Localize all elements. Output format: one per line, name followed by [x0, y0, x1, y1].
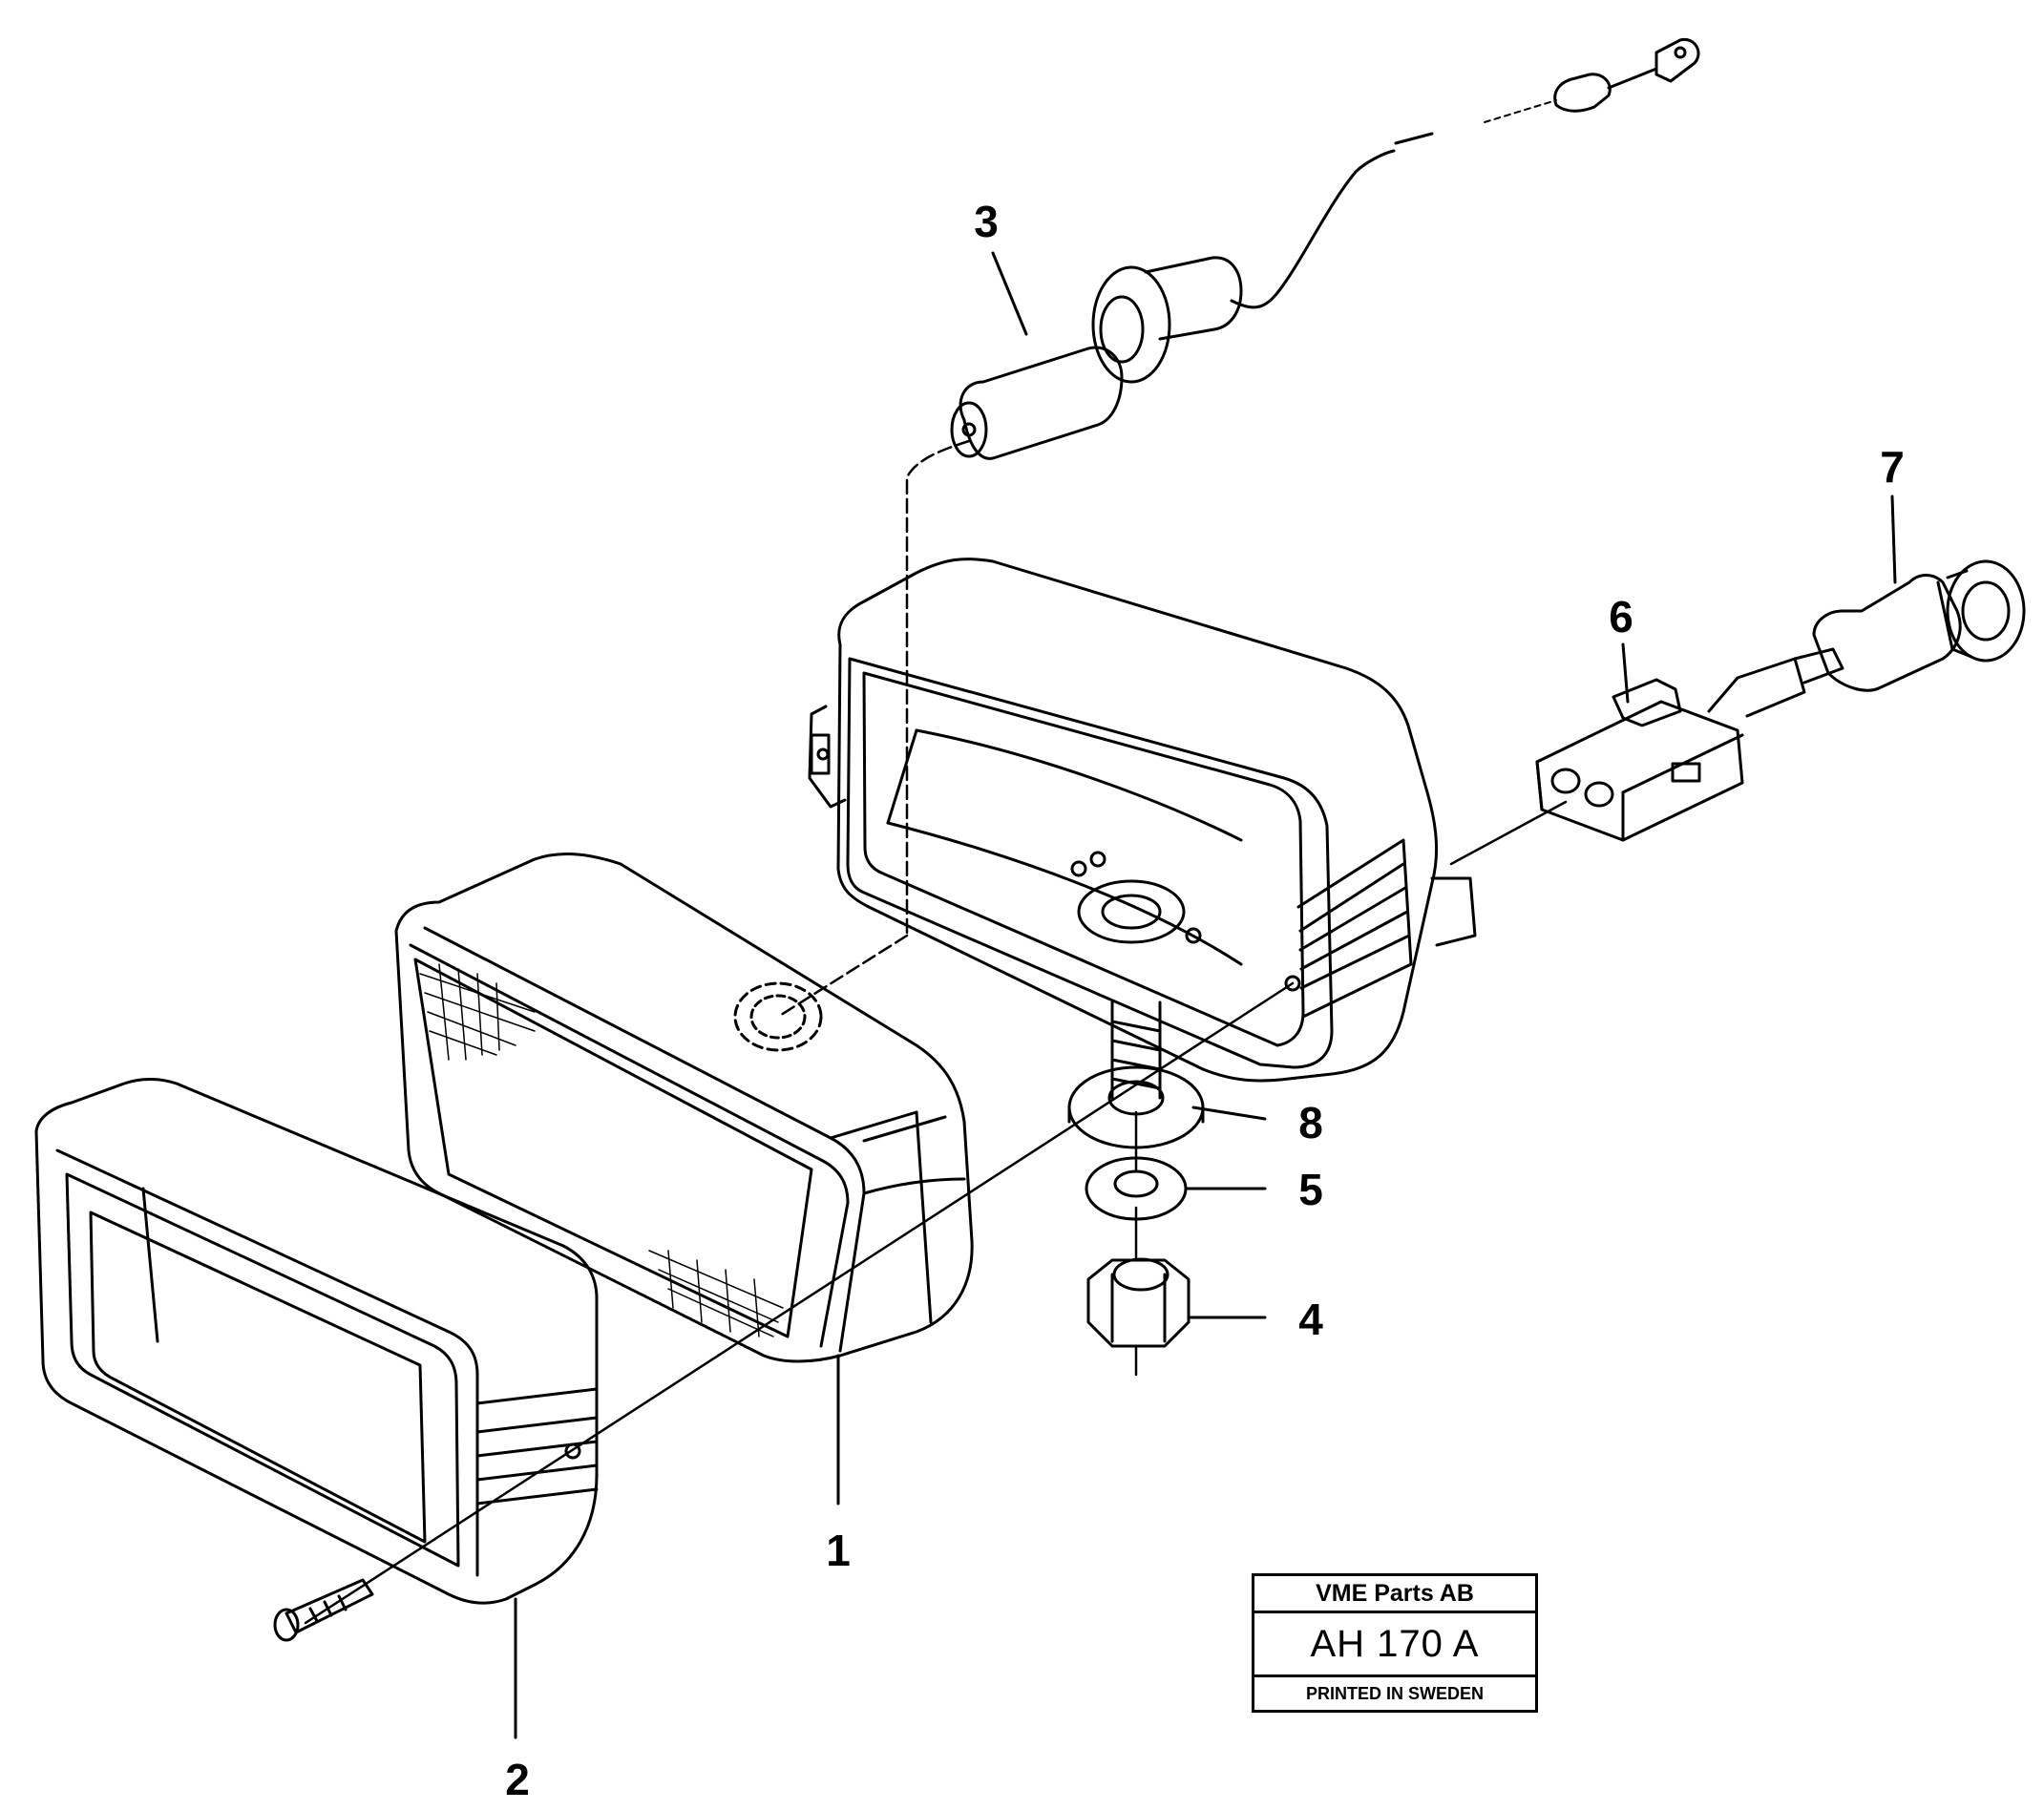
lamp-front-frame — [34, 1078, 599, 1605]
callout-7: 7 — [1880, 442, 1905, 492]
mounting-screw — [273, 1578, 374, 1642]
printed-note: PRINTED IN SWEDEN — [1305, 1683, 1484, 1703]
company-name: VME Parts AB — [1254, 1576, 1535, 1613]
hex-nut — [1086, 1257, 1191, 1348]
lamp-lens-unit — [394, 853, 974, 1363]
elbow-plug — [1812, 559, 2026, 692]
bulb-holder — [950, 37, 1700, 460]
title-block: VME Parts AB AH 170 A PRINTED IN SWEDEN — [1252, 1573, 1538, 1713]
callout-4: 4 — [1298, 1295, 1323, 1344]
callout-6: 6 — [1609, 592, 1633, 642]
callout-3: 3 — [974, 197, 999, 246]
callout-1: 1 — [826, 1526, 851, 1575]
leader-lines — [514, 251, 1897, 1739]
mounting-stud — [1110, 1000, 1162, 1100]
callout-2: 2 — [505, 1755, 530, 1804]
assembly-lines — [304, 439, 1568, 1625]
lamp-housing-rear — [808, 558, 1477, 1083]
connector-plug — [1535, 647, 1844, 842]
callout-8: 8 — [1298, 1098, 1323, 1148]
drawing-code: AH 170 A — [1254, 1613, 1535, 1677]
callout-5: 5 — [1298, 1165, 1323, 1214]
